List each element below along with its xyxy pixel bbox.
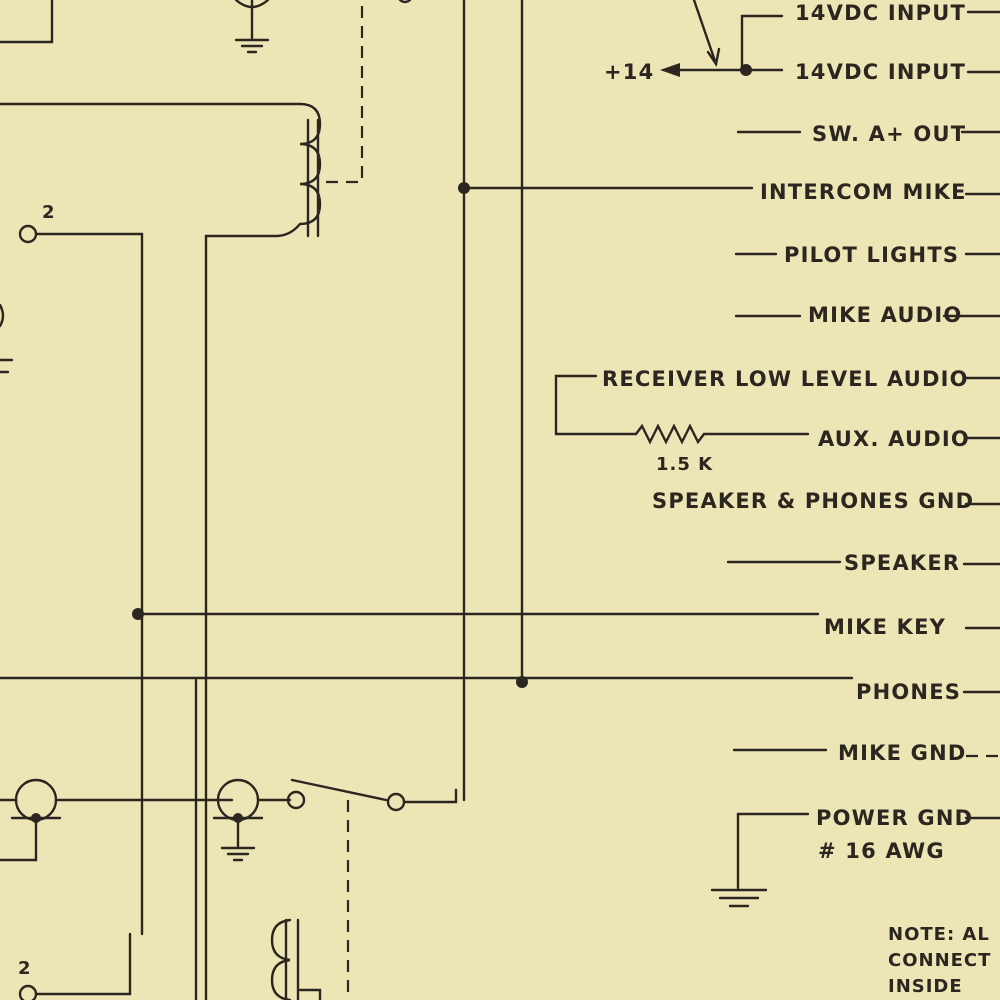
mike-audio-label: MIKE AUDIO bbox=[808, 303, 962, 327]
input-main-label: 14VDC INPUT bbox=[795, 60, 966, 84]
input-top-label: 14VDC INPUT bbox=[795, 1, 966, 25]
awg-label: # 16 AWG bbox=[818, 839, 945, 863]
pin-label-lower: 2 bbox=[18, 958, 32, 979]
speaker-label: SPEAKER bbox=[844, 551, 960, 575]
transformer-secondary-bus bbox=[194, 234, 208, 1000]
transformer-upper bbox=[204, 0, 412, 238]
note-line-1: NOTE: AL bbox=[888, 924, 990, 945]
speaker-wire bbox=[726, 560, 1000, 566]
transformer-lower bbox=[270, 918, 322, 1000]
junction-dot bbox=[132, 608, 144, 620]
terminal-2-upper: 2 bbox=[18, 202, 144, 936]
plus14-label: +14 bbox=[604, 60, 654, 84]
junction-dot bbox=[458, 182, 470, 194]
terminal-2-lower: 2 bbox=[18, 932, 132, 1000]
power-gnd-label: POWER GND bbox=[816, 806, 973, 830]
intercom-mike-label: INTERCOM MIKE bbox=[760, 180, 967, 204]
mike-key-label: MIKE KEY bbox=[824, 615, 946, 639]
receiver-low-label: RECEIVER LOW LEVEL AUDIO bbox=[602, 367, 969, 391]
power-ground bbox=[710, 812, 1000, 908]
mike-gnd-label: MIKE GND bbox=[838, 741, 966, 765]
sw-a-out-label: SW. A+ OUT bbox=[812, 122, 966, 146]
pin-label-upper: 2 bbox=[42, 202, 56, 223]
top-left-wiring bbox=[0, 0, 302, 106]
ground-symbol-top bbox=[234, 0, 270, 54]
pilot-lights-label: PILOT LIGHTS bbox=[784, 243, 959, 267]
note-line-2: CONNECT bbox=[888, 950, 991, 971]
resistor-value-label: 1.5 K bbox=[656, 454, 713, 475]
aux-audio-label: AUX. AUDIO bbox=[818, 427, 970, 451]
jack-left bbox=[0, 778, 234, 862]
input-wiring bbox=[660, 0, 1000, 77]
jack-right bbox=[212, 778, 292, 862]
ground-symbol-left bbox=[0, 303, 14, 374]
phones-label: PHONES bbox=[856, 680, 961, 704]
speaker-phones-gnd-label: SPEAKER & PHONES GND bbox=[652, 489, 974, 513]
aux-audio-resistor-network bbox=[554, 374, 1000, 445]
mike-key-switch bbox=[286, 778, 458, 1000]
note-line-3: INSIDE bbox=[888, 976, 963, 997]
junction-dot bbox=[516, 676, 528, 688]
